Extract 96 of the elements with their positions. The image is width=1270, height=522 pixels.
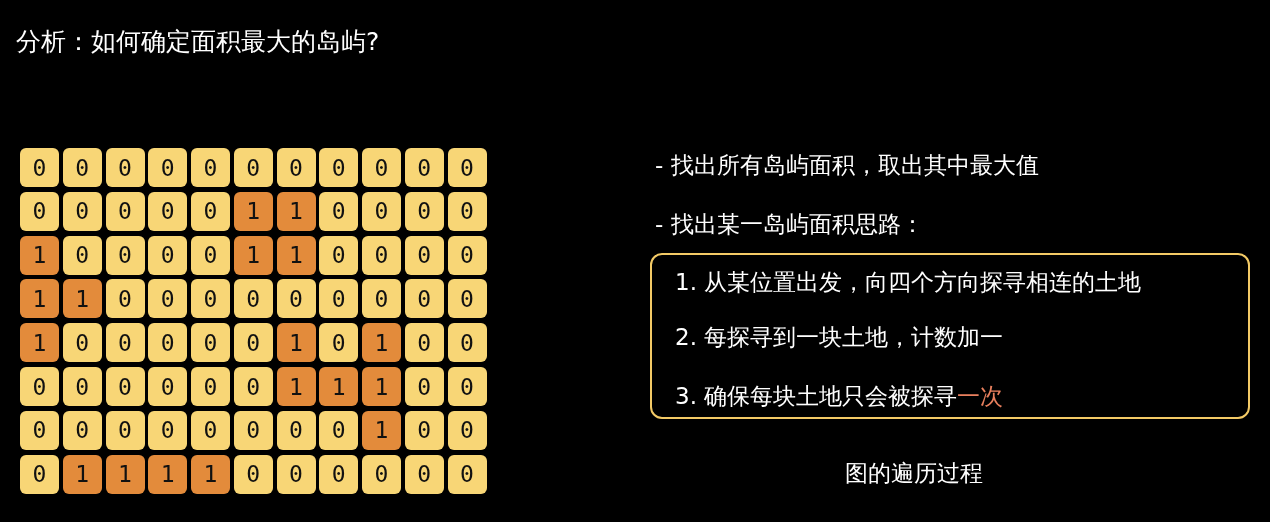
water-cell: 0: [447, 235, 487, 275]
water-cell: 0: [319, 323, 359, 363]
bullet-text: - 找出某一岛屿面积思路：: [655, 210, 924, 239]
water-cell: 0: [276, 148, 316, 187]
water-cell: 0: [404, 410, 444, 450]
water-cell: 0: [319, 410, 359, 450]
land-cell: 1: [105, 454, 145, 494]
water-cell: 0: [191, 235, 230, 275]
land-cell: 1: [362, 367, 401, 406]
water-cell: 0: [105, 191, 145, 231]
water-cell: 0: [105, 235, 145, 275]
water-cell: 0: [20, 367, 59, 406]
water-cell: 0: [319, 454, 359, 494]
water-cell: 0: [191, 148, 230, 187]
water-cell: 0: [233, 279, 273, 319]
water-cell: 0: [362, 191, 401, 231]
water-cell: 0: [276, 454, 316, 494]
water-cell: 0: [62, 235, 102, 275]
water-cell: 0: [105, 323, 145, 363]
land-cell: 1: [62, 279, 102, 319]
water-cell: 0: [362, 235, 401, 275]
water-cell: 0: [191, 367, 230, 406]
water-cell: 0: [148, 279, 188, 319]
steps-box: [650, 253, 1250, 419]
water-cell: 0: [105, 367, 145, 406]
water-cell: 0: [404, 191, 444, 231]
water-cell: 0: [447, 410, 487, 450]
water-cell: 0: [362, 148, 401, 187]
land-cell: 1: [276, 191, 316, 231]
water-cell: 0: [404, 367, 444, 406]
water-cell: 0: [233, 454, 273, 494]
water-cell: 0: [447, 148, 487, 187]
title: 分析：如何确定面积最大的岛屿?: [16, 27, 380, 57]
water-cell: 0: [191, 323, 230, 363]
water-cell: 0: [233, 148, 273, 187]
water-cell: 0: [20, 410, 59, 450]
step-text: 3. 确保每块土地只会被探寻一次: [675, 382, 1004, 411]
water-cell: 0: [362, 454, 401, 494]
caption: 图的遍历过程: [845, 459, 983, 488]
water-cell: 0: [105, 148, 145, 187]
water-cell: 0: [447, 454, 487, 494]
water-cell: 0: [362, 279, 401, 319]
water-cell: 0: [105, 279, 145, 319]
water-cell: 0: [148, 410, 188, 450]
water-cell: 0: [233, 323, 273, 363]
water-cell: 0: [148, 148, 188, 187]
water-cell: 0: [404, 323, 444, 363]
water-cell: 0: [447, 323, 487, 363]
water-cell: 0: [62, 323, 102, 363]
water-cell: 0: [20, 148, 59, 187]
land-cell: 1: [191, 454, 230, 494]
step-text: 2. 每探寻到一块土地，计数加一: [675, 323, 1004, 352]
water-cell: 0: [404, 235, 444, 275]
water-cell: 0: [233, 410, 273, 450]
bullet-text: - 找出所有岛屿面积，取出其中最大值: [655, 151, 1039, 180]
water-cell: 0: [105, 410, 145, 450]
water-cell: 0: [191, 410, 230, 450]
water-cell: 0: [276, 410, 316, 450]
water-cell: 0: [319, 191, 359, 231]
land-cell: 1: [362, 323, 401, 363]
water-cell: 0: [404, 454, 444, 494]
water-cell: 0: [191, 279, 230, 319]
water-cell: 0: [148, 235, 188, 275]
land-cell: 1: [233, 235, 273, 275]
water-cell: 0: [62, 191, 102, 231]
step-text: 1. 从某位置出发，向四个方向探寻相连的土地: [675, 268, 1142, 297]
land-cell: 1: [276, 323, 316, 363]
land-cell: 1: [233, 191, 273, 231]
water-cell: 0: [191, 191, 230, 231]
water-cell: 0: [20, 191, 59, 231]
land-cell: 1: [20, 279, 59, 319]
water-cell: 0: [62, 410, 102, 450]
water-cell: 0: [447, 367, 487, 406]
land-cell: 1: [362, 410, 401, 450]
water-cell: 0: [404, 279, 444, 319]
water-cell: 0: [148, 323, 188, 363]
land-cell: 1: [62, 454, 102, 494]
land-cell: 1: [276, 235, 316, 275]
water-cell: 0: [276, 279, 316, 319]
land-cell: 1: [276, 367, 316, 406]
water-cell: 0: [233, 367, 273, 406]
water-cell: 0: [62, 148, 102, 187]
land-cell: 1: [20, 323, 59, 363]
water-cell: 0: [148, 367, 188, 406]
water-cell: 0: [404, 148, 444, 187]
water-cell: 0: [447, 191, 487, 231]
land-cell: 1: [319, 367, 359, 406]
land-cell: 1: [20, 235, 59, 275]
water-cell: 0: [319, 279, 359, 319]
water-cell: 0: [447, 279, 487, 319]
water-cell: 0: [319, 235, 359, 275]
water-cell: 0: [62, 367, 102, 406]
water-cell: 0: [20, 454, 59, 494]
water-cell: 0: [319, 148, 359, 187]
land-cell: 1: [148, 454, 188, 494]
water-cell: 0: [148, 191, 188, 231]
